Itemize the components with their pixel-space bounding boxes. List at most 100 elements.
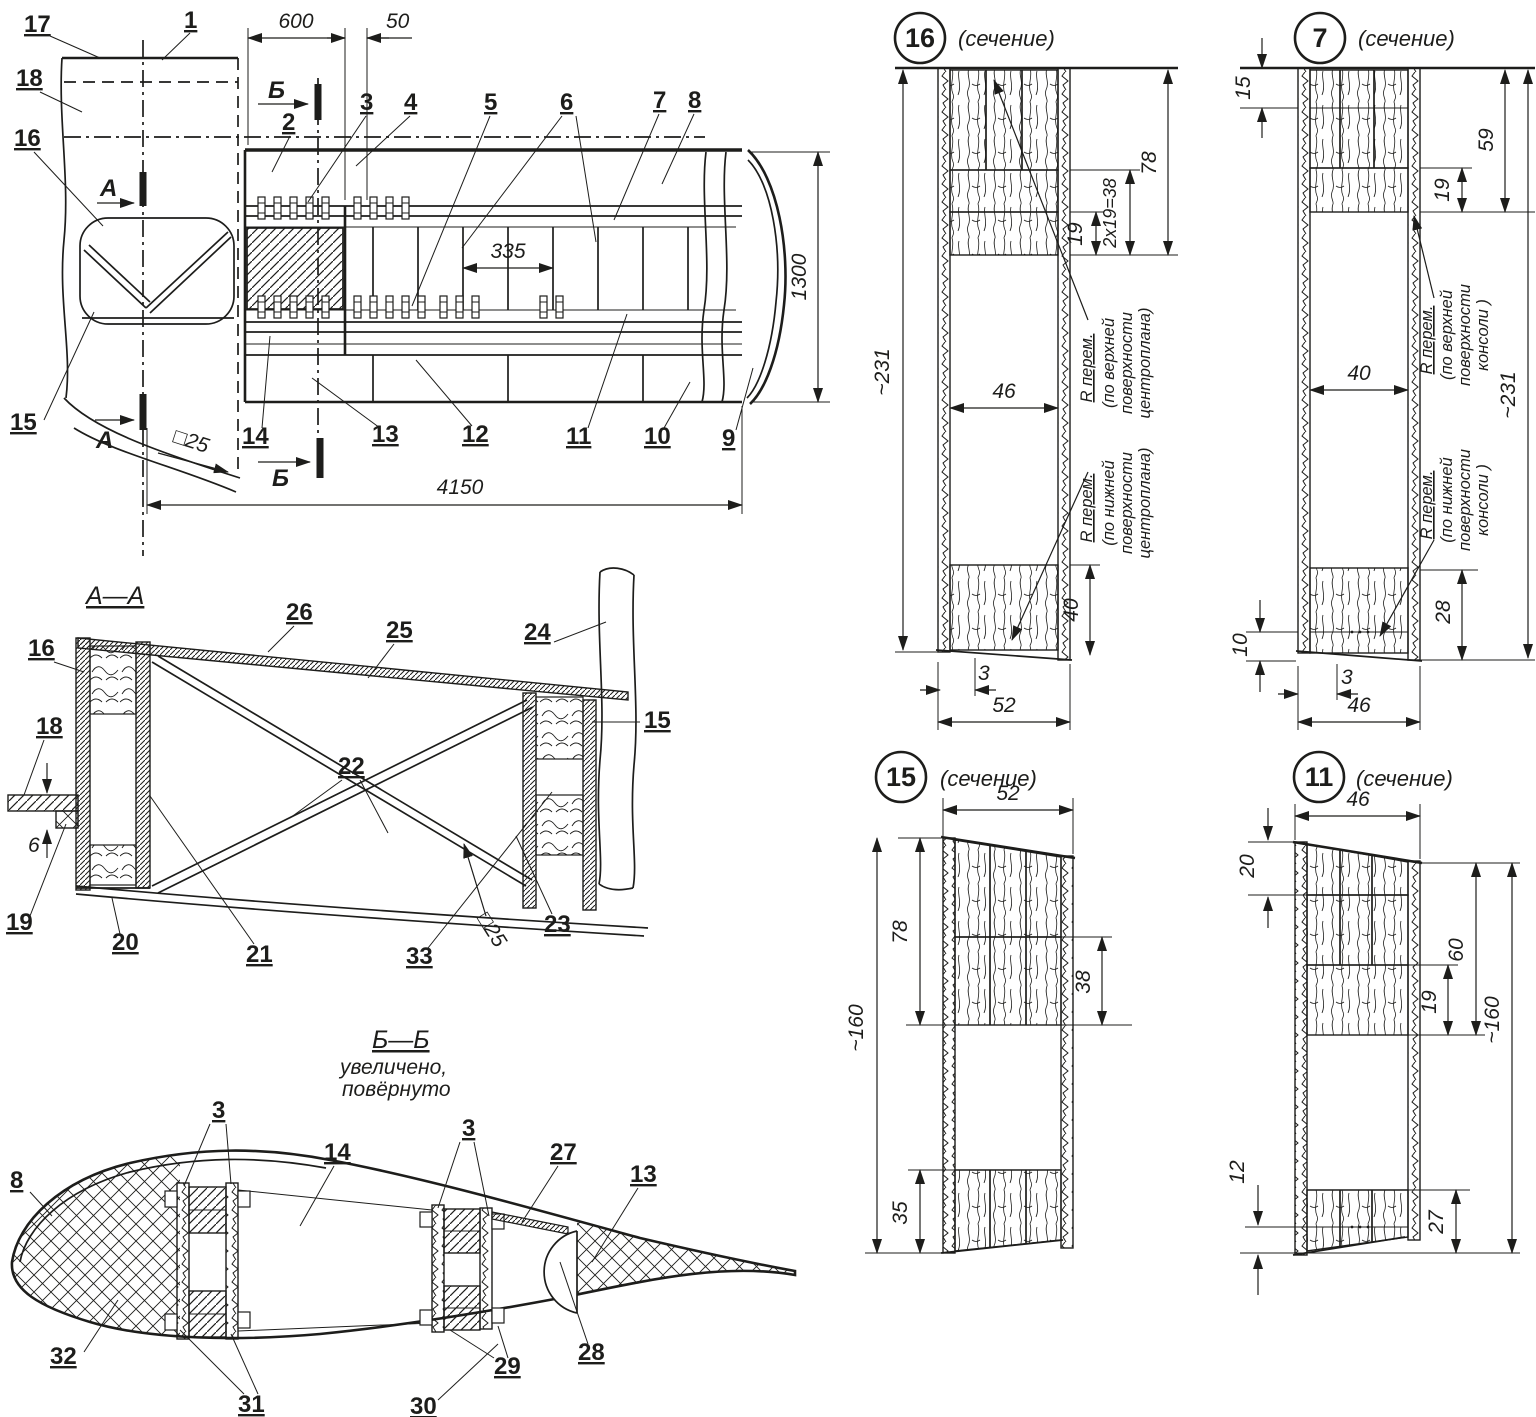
callout-16: 16 bbox=[14, 125, 41, 152]
callout-17: 17 bbox=[24, 11, 51, 38]
dim-160: ~160 bbox=[845, 1004, 868, 1052]
callout-31: 31 bbox=[238, 1391, 265, 1417]
wing-panel bbox=[243, 148, 787, 405]
plan-dimensions: 600 50 1300 335 4150 □25 bbox=[146, 10, 830, 514]
dim-27: 27 bbox=[1425, 1209, 1448, 1235]
note-r-lower-a: (по нижней bbox=[1100, 460, 1118, 545]
note-r-upper-a: (по верхней bbox=[1438, 290, 1456, 380]
callout-8: 8 bbox=[10, 1167, 23, 1194]
callout-3: 3 bbox=[360, 89, 373, 116]
front-spar bbox=[75, 637, 151, 891]
dim-12: 12 bbox=[1226, 1160, 1249, 1184]
dim-10: 10 bbox=[1229, 633, 1252, 657]
dim-38: 38 bbox=[1072, 970, 1095, 994]
callout-9: 9 bbox=[722, 425, 735, 452]
spar-section-16: 16 (сечение) ~231 78 2x19=38 19 46 40 3 bbox=[871, 11, 1178, 730]
plan-callouts: 17 1 18 16 15 2 3 4 5 6 7 8 9 10 11 12 1… bbox=[10, 7, 754, 452]
note-r-lower: R перем. bbox=[1418, 471, 1436, 540]
note-r-upper: R перем. bbox=[1078, 334, 1096, 403]
s7-notes: R перем. (по верхней поверхности консоли… bbox=[1379, 215, 1492, 637]
callout-11: 11 bbox=[566, 423, 591, 450]
square-25-label: □25 bbox=[170, 425, 212, 458]
dim-600: 600 bbox=[278, 10, 313, 33]
callout-2: 2 bbox=[282, 109, 295, 136]
rear-spar bbox=[522, 692, 597, 911]
callout-10: 10 bbox=[644, 423, 671, 450]
callout-18: 18 bbox=[16, 65, 43, 92]
s15-structure bbox=[908, 835, 1076, 1254]
note-r-upper-a: (по верхней bbox=[1100, 318, 1118, 408]
dim-46: 46 bbox=[1347, 694, 1371, 717]
section-a-a-callouts: 26 25 16 18 19 20 21 22 33 □25 23 24 15 bbox=[6, 599, 671, 970]
dim-3: 3 bbox=[1341, 666, 1353, 689]
top-skin bbox=[77, 637, 629, 701]
dim-78: 78 bbox=[1138, 151, 1161, 175]
callout-32: 32 bbox=[50, 1343, 77, 1370]
s15-dimensions: 52 78 ~160 38 35 bbox=[845, 782, 1132, 1254]
note-r-upper-c: центроплана) bbox=[1136, 308, 1154, 419]
callout-3-left: 3 bbox=[212, 1097, 225, 1124]
note-r-upper-b: поверхности bbox=[1118, 312, 1136, 414]
square-25-label: □25 bbox=[472, 909, 511, 952]
dim-40: 40 bbox=[1347, 362, 1371, 385]
dim-231: ~231 bbox=[1497, 371, 1520, 418]
callout-14: 14 bbox=[324, 1139, 351, 1166]
section-7-number: 7 bbox=[1312, 23, 1327, 53]
callout-28: 28 bbox=[578, 1339, 605, 1366]
callout-19: 19 bbox=[6, 909, 33, 936]
note-r-lower-c: консоли ) bbox=[1474, 464, 1492, 536]
section-b-b-subtitle-1: увеличено, bbox=[338, 1056, 447, 1079]
section-15-number: 15 bbox=[886, 762, 916, 792]
callout-12: 12 bbox=[462, 421, 489, 448]
dim-35: 35 bbox=[889, 1201, 912, 1225]
callout-18: 18 bbox=[36, 713, 63, 740]
dim-52: 52 bbox=[996, 782, 1020, 805]
callout-8: 8 bbox=[688, 87, 701, 114]
section-15-label: (сечение) bbox=[940, 766, 1037, 791]
section-a-a: А—А 6 26 bbox=[6, 567, 671, 970]
note-r-upper-b: поверхности bbox=[1456, 284, 1474, 386]
s16-dimensions: ~231 78 2x19=38 19 46 40 3 52 bbox=[871, 69, 1178, 730]
callout-24: 24 bbox=[524, 619, 551, 646]
section-b-b: Б—Б увеличено, повёрнуто bbox=[10, 1026, 797, 1417]
callout-20: 20 bbox=[112, 929, 139, 956]
dim-2x19: 2x19=38 bbox=[1100, 178, 1120, 249]
dim-160: ~160 bbox=[1481, 996, 1504, 1044]
s16-structure bbox=[935, 67, 1073, 661]
mark-B-bottom: Б bbox=[272, 465, 289, 492]
section-b-b-callouts: 8 32 3 31 14 3 27 13 28 29 30 bbox=[10, 1097, 657, 1417]
callout-25: 25 bbox=[386, 617, 413, 644]
callout-13: 13 bbox=[630, 1161, 657, 1188]
section-a-a-title: А—А bbox=[84, 582, 144, 610]
dim-52: 52 bbox=[992, 694, 1016, 717]
mark-B-top: Б bbox=[268, 77, 285, 104]
section-16-number: 16 bbox=[905, 23, 935, 53]
bb-front-spar bbox=[164, 1182, 251, 1340]
callout-27: 27 bbox=[550, 1139, 577, 1166]
dim-28: 28 bbox=[1432, 600, 1455, 625]
bottom-skin bbox=[75, 885, 649, 937]
dim-19: 19 bbox=[1064, 222, 1087, 246]
note-r-upper-c: консоли ) bbox=[1474, 299, 1492, 371]
s11-structure bbox=[1245, 840, 1423, 1256]
note-r-upper: R перем. bbox=[1418, 306, 1436, 375]
dim-46: 46 bbox=[1346, 788, 1370, 811]
note-r-lower-a: (по нижней bbox=[1438, 457, 1456, 542]
fuselage-outline bbox=[60, 40, 705, 556]
note-r-lower-c: центроплана) bbox=[1136, 448, 1154, 559]
dim-59: 59 bbox=[1475, 128, 1498, 152]
callout-4: 4 bbox=[404, 89, 418, 116]
dim-46: 46 bbox=[992, 380, 1016, 403]
callout-16: 16 bbox=[28, 635, 55, 662]
section-7-label: (сечение) bbox=[1358, 26, 1455, 51]
section-11-number: 11 bbox=[1305, 762, 1334, 792]
note-r-lower-b: поверхности bbox=[1456, 449, 1474, 551]
dim-19: 19 bbox=[1418, 990, 1441, 1014]
section-b-b-subtitle-2: повёрнуто bbox=[342, 1078, 451, 1101]
callout-15: 15 bbox=[644, 707, 671, 734]
aileron-nose bbox=[543, 1230, 578, 1314]
note-r-lower-b: поверхности bbox=[1118, 452, 1136, 554]
dim-3: 3 bbox=[978, 662, 990, 685]
spar-section-7: 7 (сечение) 15 59 19 40 28 10 bbox=[1229, 11, 1535, 730]
